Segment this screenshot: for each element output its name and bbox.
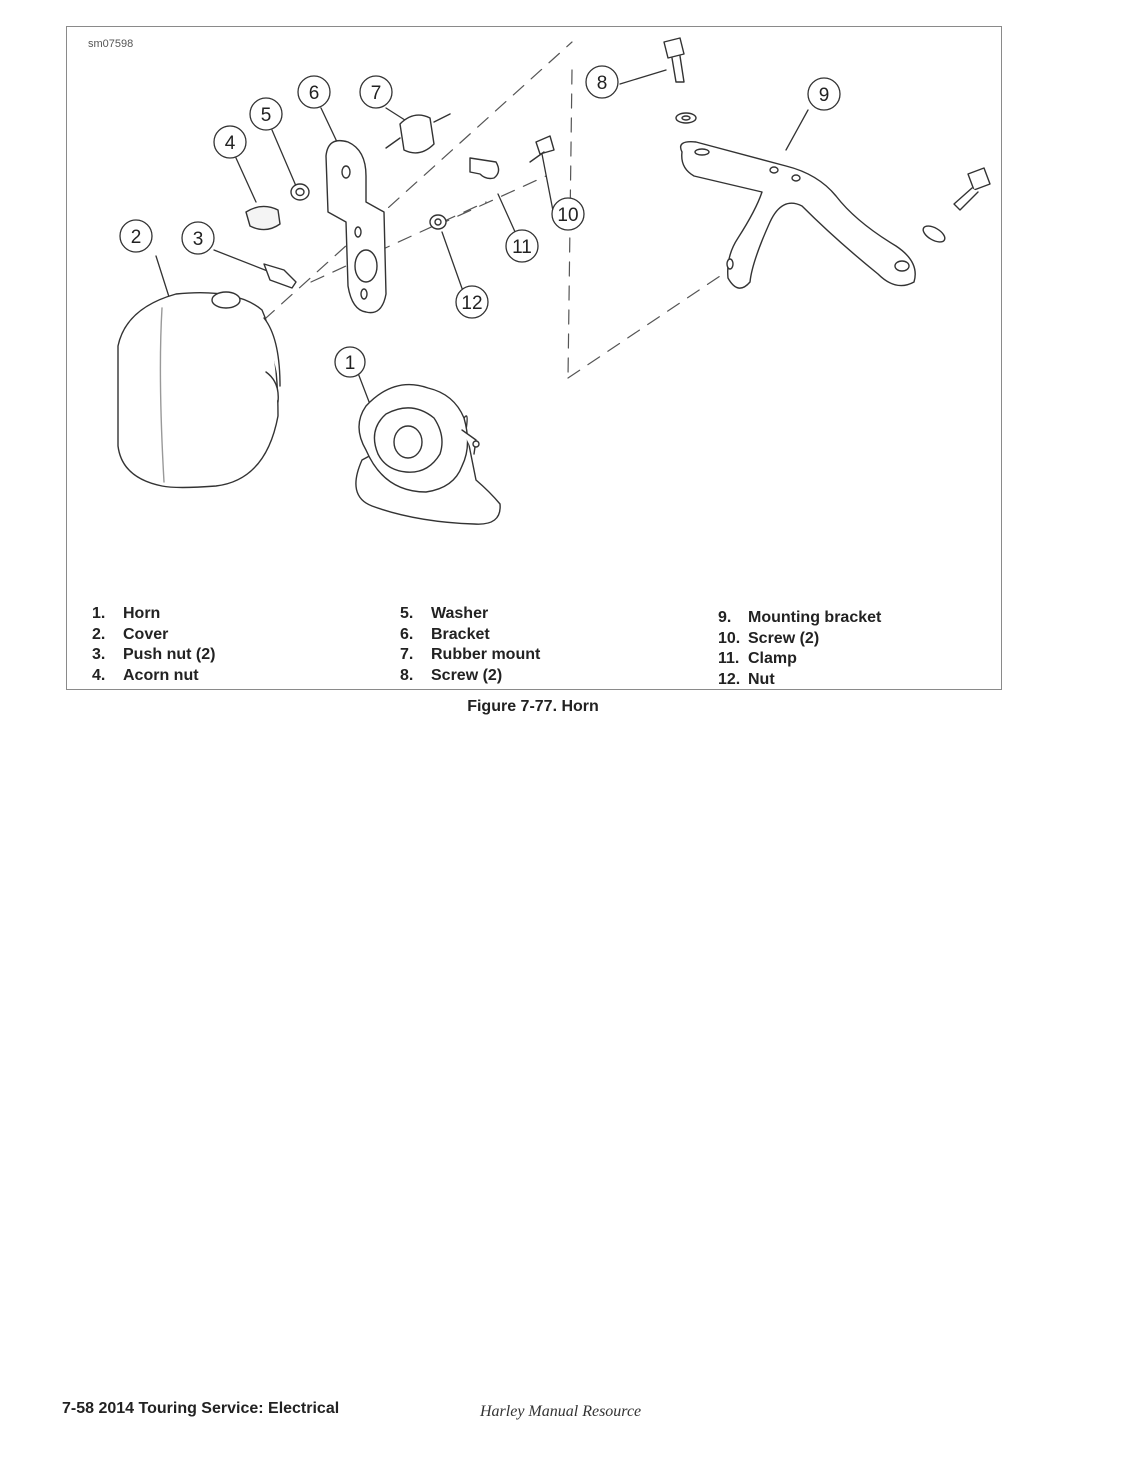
nut-part (429, 214, 447, 230)
legend-label: Acorn nut (123, 666, 199, 684)
callout-label-11: 11 (512, 237, 532, 258)
legend-item: 7. Rubber mount (400, 645, 540, 666)
callout-11 (505, 229, 539, 263)
legend-number: 12. (718, 670, 741, 688)
callout-label-1: 1 (345, 353, 356, 374)
legend-item: 5. Washer (400, 604, 540, 625)
screw-part-10 (529, 135, 555, 163)
callout-1 (334, 346, 366, 378)
legend-number: 5. (400, 605, 414, 622)
legend-column-3: 9. Mounting bracket 10. Screw (2) 11. Clamp… (718, 608, 881, 690)
callout-label-6: 6 (309, 83, 320, 104)
callout-3 (181, 221, 215, 255)
callout-8 (585, 65, 619, 99)
legend-item: 9. Mounting bracket (718, 608, 881, 629)
clamp-part (469, 157, 500, 180)
legend-item: 2. Cover (92, 625, 215, 646)
leader-lines (155, 69, 809, 421)
callout-7 (359, 75, 393, 109)
legend-label: Screw (2) (748, 629, 820, 647)
rubber-mount-part (385, 113, 451, 154)
push-nut-part (263, 263, 297, 289)
legend-item: 4. Acorn nut (92, 666, 215, 687)
callout-markers (119, 65, 841, 378)
callout-2 (119, 219, 153, 253)
callout-4 (213, 125, 247, 159)
legend-item: 6. Bracket (400, 625, 540, 646)
callout-10 (551, 197, 585, 231)
legend-number: 3. (92, 646, 106, 663)
legend-label: Rubber mount (431, 646, 541, 663)
callout-label-3: 3 (193, 229, 204, 250)
legend-item: 10. Screw (2) (718, 629, 881, 650)
horn-part (355, 383, 501, 525)
legend-label: Push nut (2) (123, 646, 216, 663)
callout-label-8: 8 (597, 73, 608, 94)
legend-label: Horn (123, 605, 161, 622)
callout-6 (297, 75, 331, 109)
legend-item: 3. Push nut (2) (92, 645, 215, 666)
bracket-part (325, 139, 387, 314)
legend-label: Clamp (748, 650, 797, 667)
assembly-lines (245, 41, 721, 379)
legend-number: 2. (92, 625, 106, 643)
screw-part-8 (663, 37, 685, 83)
legend-number: 9. (718, 609, 732, 626)
legend-label: Screw (2) (431, 666, 503, 684)
legend-column-1: 1. Horn 2. Cover 3. Push nut (2) 4. Acorn nu… (92, 604, 215, 686)
legend-number: 6. (400, 625, 414, 643)
figure-caption: Figure 7-77. Horn (467, 698, 599, 715)
screw-part-right (922, 167, 991, 243)
legend-label: Nut (748, 670, 775, 688)
legend-number: 11. (718, 650, 740, 667)
callout-label-2: 2 (131, 227, 142, 248)
legend-number: 7. (400, 646, 414, 663)
callout-label-10: 10 (557, 205, 578, 226)
callout-label-5: 5 (261, 105, 272, 126)
legend-item: 11. Clamp (718, 649, 881, 670)
callout-label-4: 4 (225, 133, 236, 154)
legend-label: Cover (123, 625, 169, 643)
legend-number: 4. (92, 666, 106, 684)
cover-part (117, 291, 281, 489)
legend-column-2: 5. Washer 6. Bracket 7. Rubber mount 8. Scre… (400, 604, 540, 686)
callout-label-7: 7 (371, 83, 382, 104)
figure-id-label: sm07598 (88, 38, 134, 50)
legend-label: Mounting bracket (748, 609, 882, 626)
legend-number: 10. (718, 629, 741, 647)
legend-label: Bracket (431, 625, 490, 643)
washer-part-8 (675, 112, 697, 124)
footer-watermark: Harley Manual Resource (480, 1403, 642, 1420)
washer-part (290, 183, 310, 201)
legend-number: 1. (92, 605, 106, 622)
callout-label-9: 9 (819, 85, 830, 106)
legend-label: Washer (431, 605, 489, 622)
callout-label-12: 12 (461, 293, 482, 314)
page-footer-reference: 7-58 2014 Touring Service: Electrical (62, 1400, 340, 1417)
exploded-parts-diagram: 1 2 3 4 5 6 7 8 9 10 11 12 (117, 37, 991, 525)
legend-item: 1. Horn (92, 604, 215, 625)
legend-item: 8. Screw (2) (400, 666, 540, 687)
legend-number: 8. (400, 666, 414, 684)
acorn-nut-part (245, 205, 281, 231)
callout-5 (249, 97, 283, 131)
callout-9 (807, 77, 841, 111)
legend-item: 12. Nut (718, 670, 881, 691)
mounting-bracket-part (679, 141, 916, 289)
callout-12 (455, 285, 489, 319)
